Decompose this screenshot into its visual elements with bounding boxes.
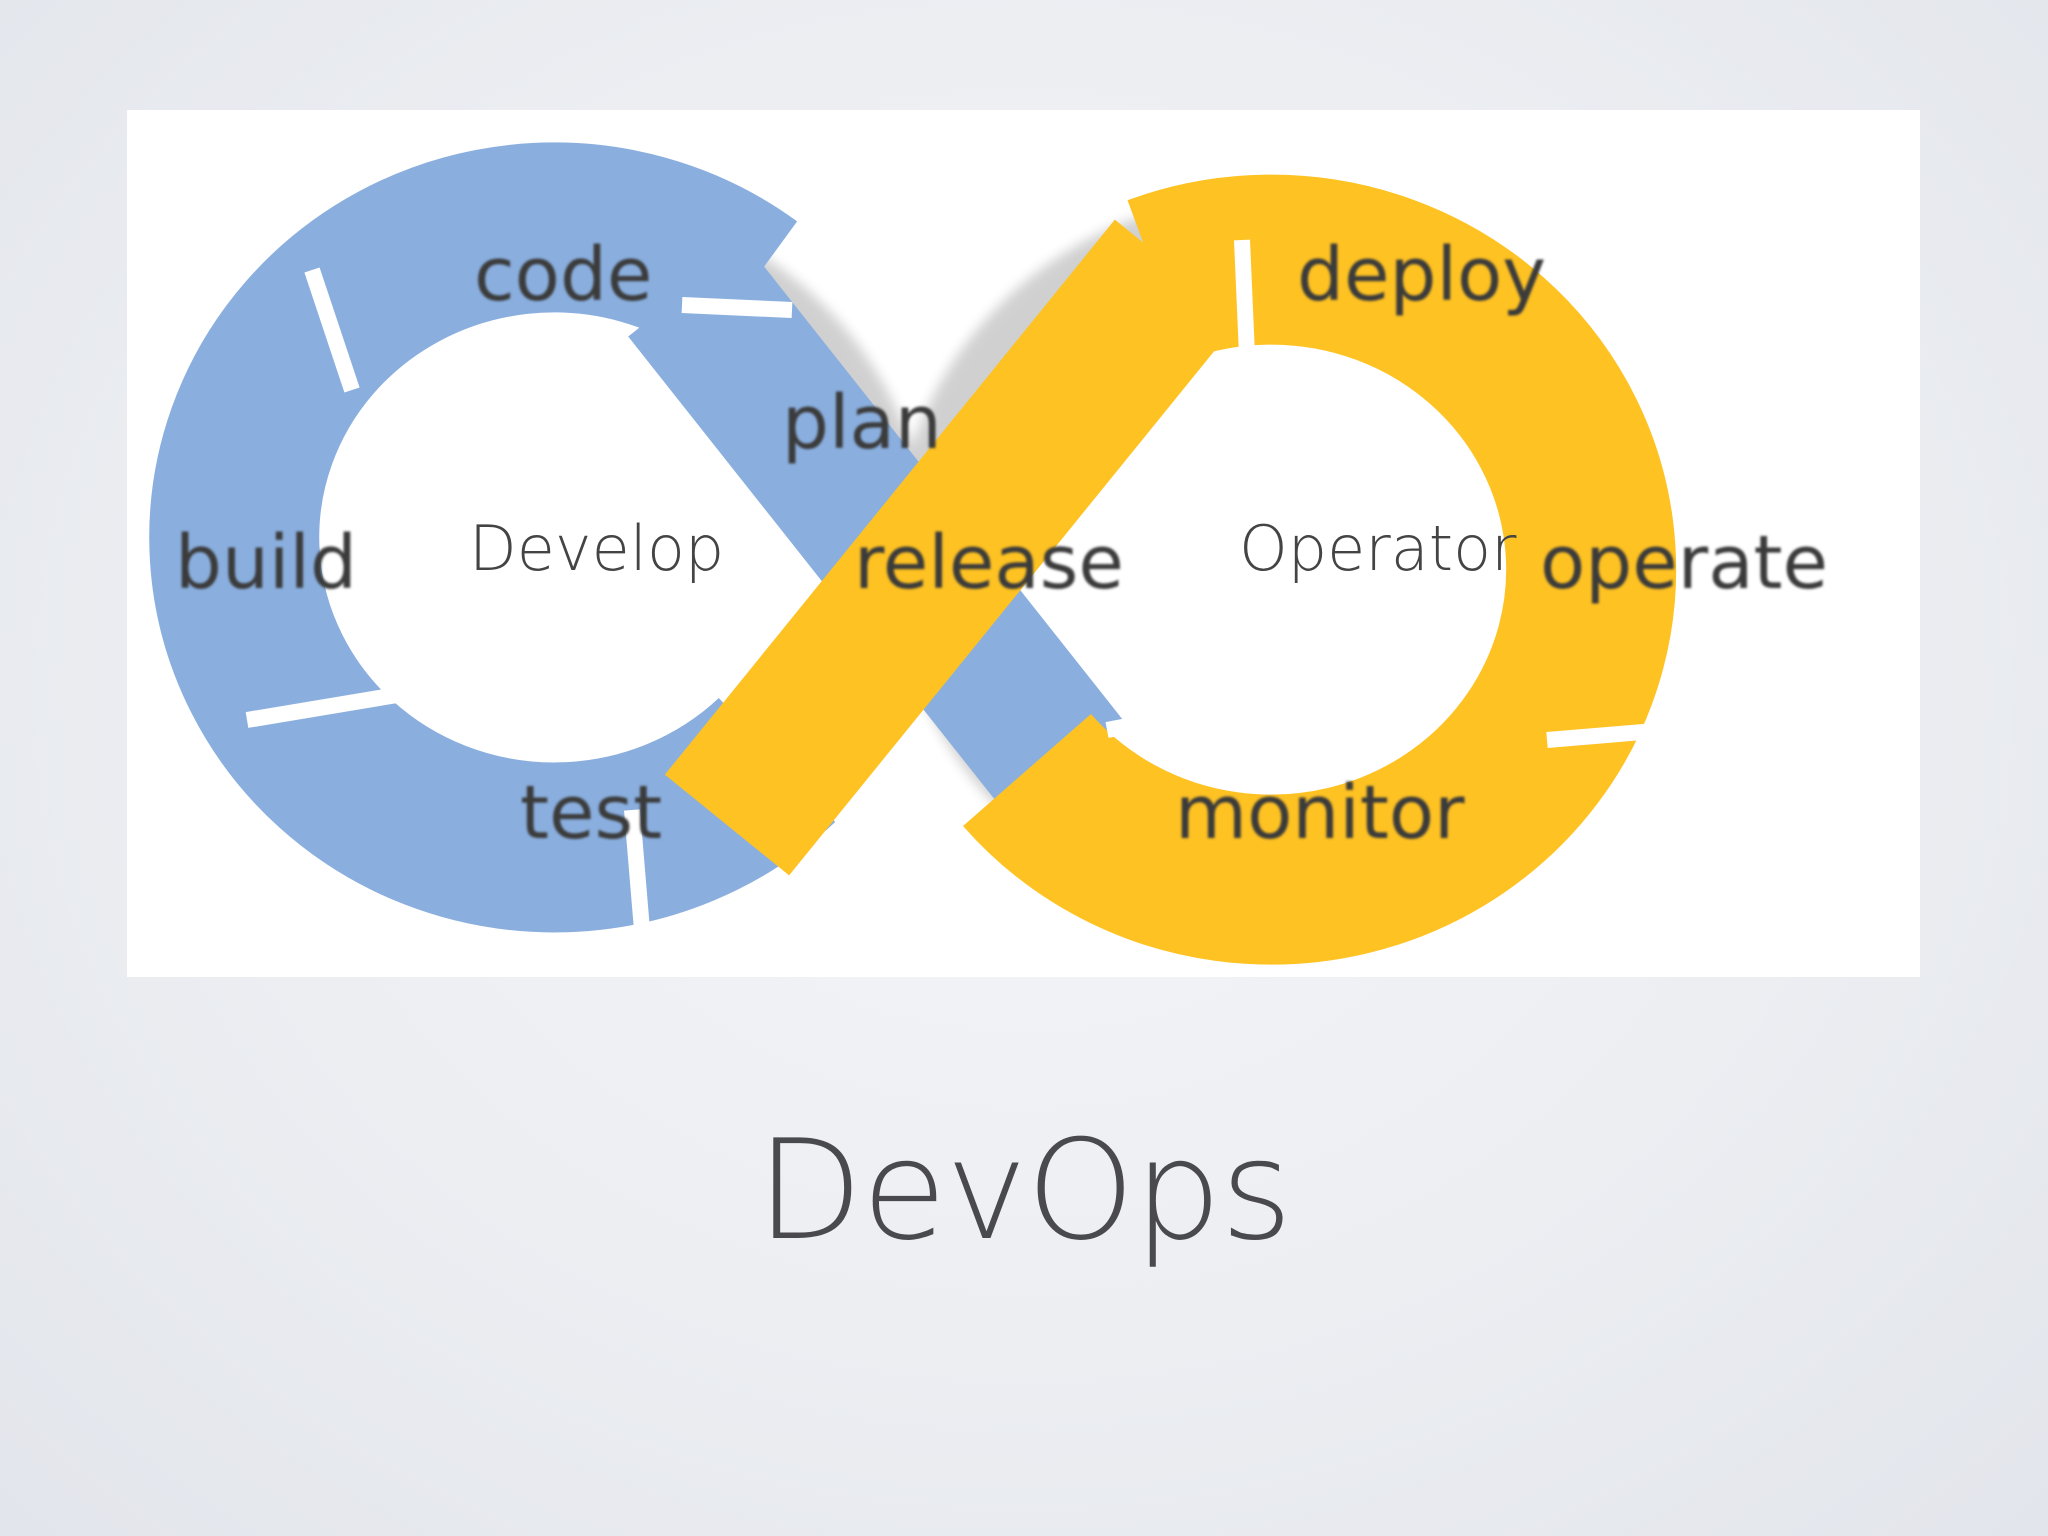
stage-label-deploy: deploy bbox=[1297, 232, 1546, 318]
develop-loop-ring bbox=[149, 142, 836, 933]
infinity-loop-graphic: code plan build release test deploy oper… bbox=[149, 142, 1828, 965]
loop-label-develop: Develop bbox=[469, 512, 724, 585]
segment-notches bbox=[245, 239, 1690, 931]
stage-label-code: code bbox=[474, 232, 652, 318]
stage-label-build: build bbox=[175, 520, 357, 606]
stage-label-operate: operate bbox=[1540, 520, 1828, 606]
stage-label-release: release bbox=[854, 520, 1124, 606]
slide-title: DevOps bbox=[756, 1110, 1293, 1271]
stage-label-monitor: monitor bbox=[1175, 770, 1465, 856]
stage-label-plan: plan bbox=[782, 380, 942, 466]
operate-loop-crossover bbox=[664, 219, 1240, 876]
operate-loop-ring bbox=[963, 174, 1677, 965]
stage-label-test: test bbox=[520, 770, 662, 856]
loop-label-operator: Operator bbox=[1239, 512, 1517, 585]
devops-infinity-diagram: code plan build release test deploy oper… bbox=[127, 110, 1920, 977]
